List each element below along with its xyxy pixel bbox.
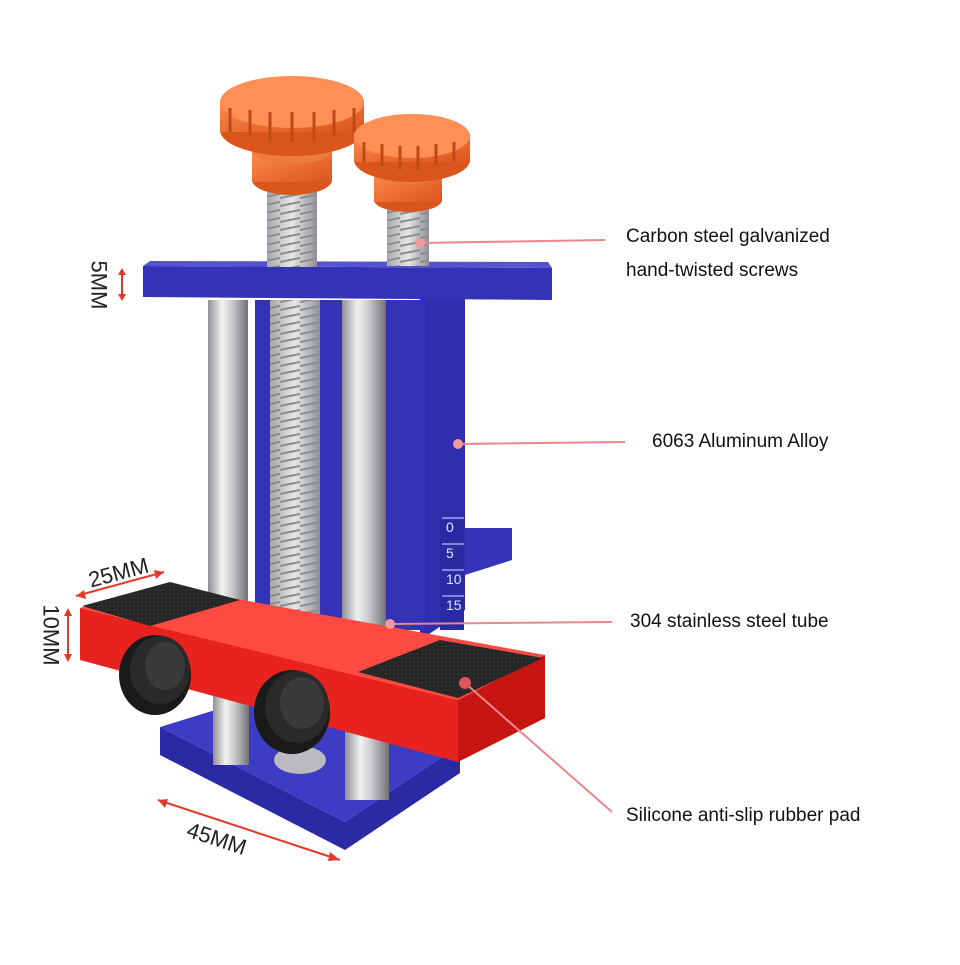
depth-scale: 0 5 10 15: [442, 517, 464, 613]
top-plate-edge: [143, 261, 552, 268]
double-arrow-icon: [64, 608, 72, 662]
leader-tube: [389, 621, 613, 625]
knob-left: [220, 76, 364, 195]
leader-pad: [464, 682, 613, 813]
center-rod-threads: [270, 300, 320, 635]
double-arrow-icon: [157, 799, 341, 861]
rubber-pad-left: [82, 582, 240, 626]
leader-dot-icon: [459, 677, 471, 689]
leader-dot-icon: [385, 619, 395, 629]
callout-leaders: [385, 238, 626, 813]
dimension-jaw-height: 10MM: [38, 604, 64, 666]
black-knob-left: [119, 635, 191, 715]
leader-dot-icon: [453, 439, 463, 449]
double-arrow-icon: [118, 268, 126, 301]
dimension-top-plate: 5MM: [86, 260, 112, 310]
frame-step: [465, 528, 512, 575]
callout-screws: Carbon steel galvanized hand-twisted scr…: [626, 220, 830, 288]
steel-tube-right: [342, 300, 386, 630]
leader-alloy: [457, 441, 626, 445]
scale-label: 10: [446, 571, 462, 587]
scale-label: 15: [446, 597, 462, 613]
leader-dot-icon: [415, 238, 425, 248]
scale-label: 5: [446, 545, 454, 561]
top-plate: [143, 266, 552, 300]
leader-screws: [419, 239, 606, 244]
callout-screws-line-2: hand-twisted screws: [626, 260, 799, 281]
black-knob-right: [254, 670, 330, 754]
steel-tube-left: [208, 300, 248, 630]
callout-alloy: 6063 Aluminum Alloy: [652, 425, 828, 459]
callout-pad: Silicone anti-slip rubber pad: [626, 799, 860, 833]
callout-tube-line-1: 304 stainless steel tube: [630, 611, 829, 632]
rubber-pad-right: [358, 640, 543, 698]
callout-tube: 304 stainless steel tube: [630, 605, 829, 639]
knob-right: [354, 114, 470, 212]
callout-alloy-line-1: 6063 Aluminum Alloy: [652, 431, 829, 452]
callout-screws-line-1: Carbon steel galvanized: [626, 226, 830, 247]
double-arrow-icon: [75, 570, 165, 599]
scale-label: 0: [446, 519, 454, 535]
callout-pad-line-1: Silicone anti-slip rubber pad: [626, 805, 861, 826]
scale-strip: [440, 520, 464, 630]
dimension-arrows: [64, 268, 341, 861]
